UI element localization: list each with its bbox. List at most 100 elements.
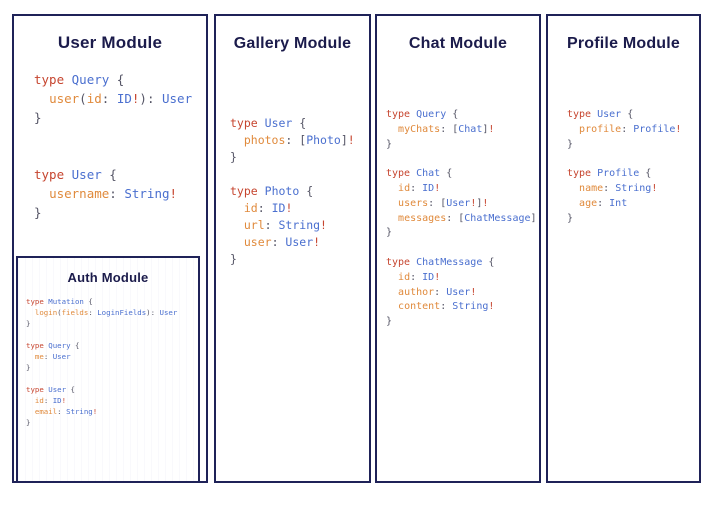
code-token-type: Int bbox=[609, 197, 628, 209]
code-token-bang: ! bbox=[92, 407, 98, 416]
code-token-pun: } bbox=[34, 110, 42, 125]
code-token-fld: photos bbox=[243, 133, 286, 147]
code-line: } bbox=[567, 138, 699, 153]
code-token-fld: fields bbox=[61, 308, 89, 317]
code-token-kw: type bbox=[567, 109, 592, 120]
code-token-type: User bbox=[264, 116, 293, 130]
code-token-bang: ! bbox=[313, 235, 321, 249]
code-token-pun bbox=[230, 235, 244, 249]
code-line: } bbox=[26, 417, 198, 428]
code-token-pun bbox=[567, 124, 579, 135]
panel-title-profile-module: Profile Module bbox=[566, 35, 681, 52]
code-token-fld: id bbox=[398, 182, 411, 194]
code-token-pun: { bbox=[446, 109, 459, 120]
code-token-pun: : bbox=[109, 186, 125, 201]
code-token-pun: { bbox=[440, 168, 453, 180]
code-token-pun bbox=[386, 287, 398, 298]
code-line: } bbox=[567, 212, 699, 227]
code-token-fld: email bbox=[34, 407, 58, 416]
code-token-type: LoginFields bbox=[97, 308, 147, 317]
code-line: author: User! bbox=[386, 286, 539, 301]
code-line: users: [User!]! bbox=[386, 197, 539, 212]
code-token-pun bbox=[258, 116, 265, 130]
code-token-pun: ): bbox=[139, 91, 162, 106]
code-token-pun: : bbox=[101, 91, 117, 106]
code-token-pun: : bbox=[43, 396, 53, 405]
code-token-bang: ! bbox=[675, 123, 682, 135]
code-token-pun bbox=[34, 91, 49, 106]
code-token-pun bbox=[567, 198, 579, 209]
code-token-pun bbox=[26, 407, 35, 416]
code-token-pun: } bbox=[386, 138, 393, 150]
code-token-kw: type bbox=[34, 167, 65, 182]
code-token-pun: : bbox=[597, 197, 610, 209]
code-block-spacer bbox=[386, 152, 539, 167]
code-token-pun: : bbox=[603, 182, 616, 194]
code-token-pun: : bbox=[257, 201, 272, 215]
code-token-kw: type bbox=[567, 168, 592, 180]
code-token-type: User bbox=[597, 109, 622, 120]
code-token-type: ID bbox=[271, 201, 286, 215]
code-token-type: ID bbox=[422, 182, 435, 194]
code-token-bang: ! bbox=[651, 182, 658, 194]
code-token-pun bbox=[386, 301, 398, 312]
code-line: type Photo { bbox=[230, 183, 369, 200]
code-line: user(id: ID!): User bbox=[34, 89, 206, 108]
code-token-pun bbox=[64, 72, 72, 87]
code-line: type Chat { bbox=[386, 167, 539, 182]
code-token-type: String bbox=[615, 182, 652, 194]
code-line: url: String! bbox=[230, 217, 369, 234]
code-token-kw: type bbox=[386, 256, 411, 268]
code-token-type: ID bbox=[52, 396, 62, 405]
code-line: } bbox=[230, 251, 369, 268]
code-line: profile: Profile! bbox=[567, 123, 699, 138]
code-token-pun: } bbox=[567, 138, 574, 150]
code-token-kw: type bbox=[386, 109, 411, 120]
code-line: type User { bbox=[567, 108, 699, 123]
code-token-type: User bbox=[285, 235, 314, 249]
code-token-pun: } bbox=[386, 316, 393, 328]
code-token-pun: ): bbox=[146, 308, 160, 317]
code-line: content: String! bbox=[386, 300, 539, 315]
code-token-pun: { bbox=[482, 256, 495, 268]
code-line: type Query { bbox=[34, 70, 206, 89]
panel-auth-module[interactable]: Auth Module type Mutation { login(fields… bbox=[16, 256, 200, 481]
code-token-bang: ! bbox=[169, 186, 178, 201]
schema-code-gallery-module: type User { photos: [Photo]!}type Photo … bbox=[230, 115, 369, 268]
code-line: type Mutation { bbox=[26, 296, 198, 307]
code-token-pun: { bbox=[639, 168, 652, 180]
code-token-type: Query bbox=[416, 109, 447, 120]
code-line: messages: [ChatMessage]! bbox=[386, 212, 539, 227]
code-token-pun: : bbox=[440, 301, 453, 313]
code-token-pun: ( bbox=[79, 91, 87, 106]
code-line: type User { bbox=[26, 384, 198, 395]
code-token-bang: ! bbox=[482, 197, 489, 209]
code-token-bang: ! bbox=[434, 182, 441, 194]
panel-gallery-module[interactable]: Gallery Module type User { photos: [Phot… bbox=[214, 14, 371, 483]
code-token-fld: me bbox=[34, 352, 44, 361]
code-token-type: Photo bbox=[264, 184, 300, 198]
code-token-pun bbox=[26, 308, 35, 317]
code-token-bang: ! bbox=[61, 396, 67, 405]
code-token-pun: { bbox=[109, 72, 125, 87]
code-token-pun: : bbox=[43, 352, 53, 361]
panel-user-module[interactable]: User Module type Query { user(id: ID!): … bbox=[12, 14, 208, 483]
code-token-pun: : bbox=[410, 271, 423, 283]
code-line: } bbox=[386, 138, 539, 153]
panel-chat-module[interactable]: Chat Module type Query { myChats: [Chat]… bbox=[375, 14, 541, 483]
code-token-pun bbox=[26, 352, 35, 361]
code-token-fld: content bbox=[398, 301, 441, 313]
code-token-pun: ] bbox=[482, 123, 489, 135]
panel-profile-module[interactable]: Profile Module type User { profile: Prof… bbox=[546, 14, 701, 483]
code-token-pun: : [ bbox=[440, 123, 459, 135]
code-token-pun: } bbox=[34, 205, 42, 220]
code-token-type: User bbox=[446, 197, 471, 209]
code-token-pun bbox=[386, 124, 398, 135]
code-token-type: ID bbox=[116, 91, 132, 106]
code-token-pun: { bbox=[83, 297, 93, 306]
code-line: } bbox=[34, 108, 206, 127]
code-token-bang: ! bbox=[470, 286, 477, 298]
code-token-fld: username bbox=[49, 186, 110, 201]
code-token-pun: : [ bbox=[285, 133, 307, 147]
code-token-kw: type bbox=[230, 116, 258, 130]
